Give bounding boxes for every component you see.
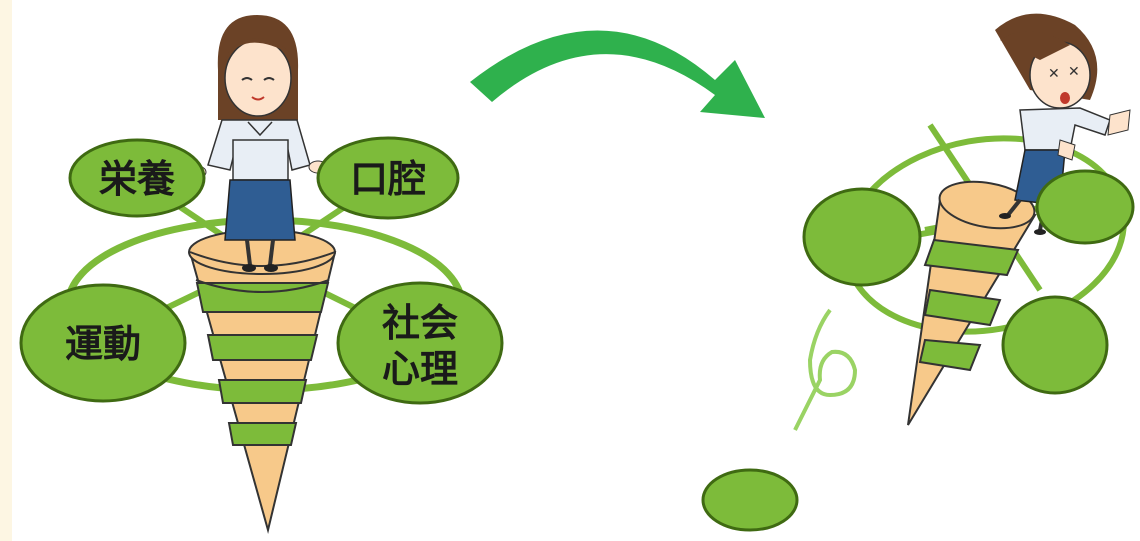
right-node-top-right <box>1035 169 1135 245</box>
left-edge-strip <box>0 0 12 541</box>
oral-label: 口腔 <box>350 157 426 201</box>
balanced-top-group: 栄養 口腔 運動 社会 心理 <box>19 15 504 534</box>
exercise-node: 運動 <box>19 283 187 403</box>
right-cone <box>907 180 1037 426</box>
curved-arrow-right-icon <box>470 30 765 118</box>
left-cone <box>188 229 337 534</box>
svg-text:✕: ✕ <box>1048 66 1060 82</box>
right-node-left <box>802 187 922 287</box>
social-psych-node: 社会 心理 <box>336 281 504 405</box>
nutrition-node: 栄養 <box>68 138 206 218</box>
oral-node: 口腔 <box>316 136 460 220</box>
right-node-fallen <box>701 468 799 532</box>
exercise-label: 運動 <box>65 322 141 366</box>
broken-ring-fragment <box>793 308 858 431</box>
right-node-bottom-right <box>1001 295 1109 395</box>
falling-woman-icon: ✕ ✕ <box>995 13 1131 235</box>
nutrition-label: 栄養 <box>99 157 175 201</box>
social-label-line2: 心理 <box>382 347 458 391</box>
smiling-woman-icon <box>187 15 328 272</box>
svg-text:✕: ✕ <box>1068 64 1080 80</box>
falling-top-group: ✕ ✕ <box>701 13 1135 532</box>
social-label-line1: 社会 <box>382 301 458 345</box>
